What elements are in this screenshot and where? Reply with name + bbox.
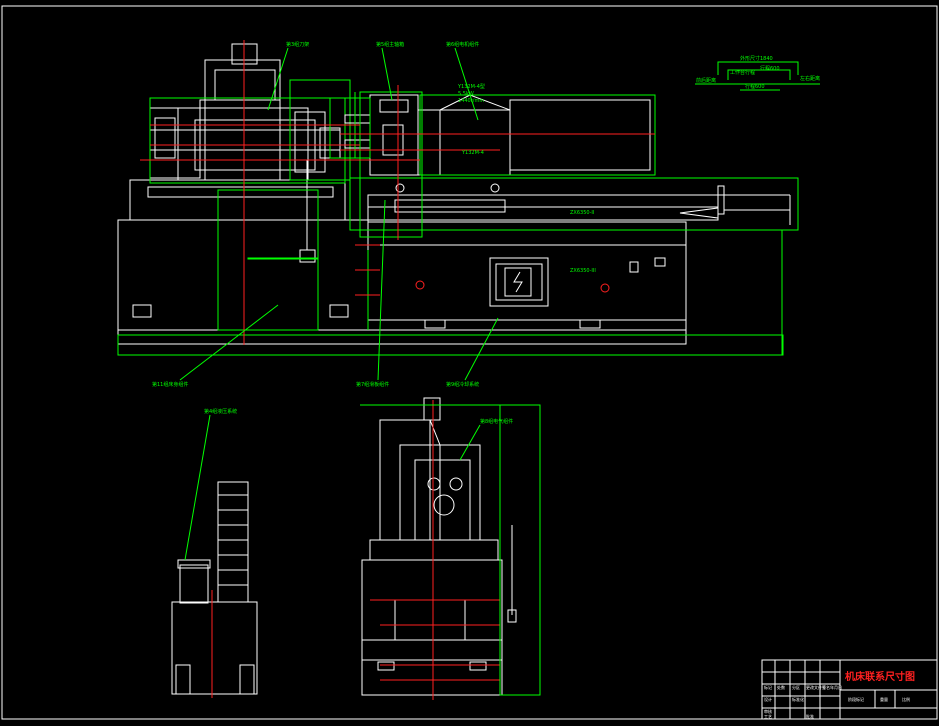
motor-assembly <box>329 91 656 238</box>
callout-spindle-box: 第5组主轴箱 <box>376 41 404 48</box>
leader-lines <box>179 47 499 561</box>
slide-assembly <box>349 177 799 231</box>
drawing-frame <box>1 5 938 720</box>
dim-bottom-label: 行程600 <box>745 83 765 90</box>
callout-tool-post: 第3组刀架 <box>286 41 309 48</box>
tb-design: 设计 <box>764 696 772 702</box>
hydraulic-unit <box>171 481 258 698</box>
tb-stage: 阶段标记 <box>848 696 864 702</box>
drawing-title: 机床联系尺寸图 <box>845 670 915 683</box>
tb-mark: 标记 <box>764 684 772 690</box>
side-view <box>360 397 541 700</box>
callout-bed-assy: 第11组床身组件 <box>152 381 188 388</box>
title-block: 机床联系尺寸图 标记 处数 分区 更改文件号 签名 年月日 设计 标准化 审核 … <box>761 659 938 720</box>
dim-left-label: 前后距离 <box>696 77 716 84</box>
tb-review: 审核 <box>764 708 772 714</box>
dim-travel-label: 工作台行程 <box>730 69 755 76</box>
motor-spec-line1: Y132M-4型 <box>457 83 485 90</box>
callout-motor-assy: 第6组电机组件 <box>446 41 479 48</box>
callout-hydraulic: 第4组液压系统 <box>204 408 237 415</box>
motor-model-label: Y132M-4 <box>461 150 484 156</box>
spindle-box <box>129 43 351 331</box>
tb-ratio: 比例 <box>902 696 910 702</box>
tb-zone: 分区 <box>792 684 800 690</box>
dim-mid-label: 行程600 <box>760 65 780 72</box>
callout-slide-assy: 第7组滑板组件 <box>356 381 389 388</box>
tb-count: 处数 <box>777 684 785 690</box>
motor-spec-line3: 1440r/min <box>458 98 484 104</box>
electric-cabinet <box>415 257 666 307</box>
tb-date: 年月日 <box>830 684 842 690</box>
callout-labels: 第3组刀架 第5组主轴箱 第6组电机组件 第11组床身组件 第7组滑板组件 第9… <box>152 41 596 425</box>
callout-electric: 第8组电气组件 <box>480 418 513 425</box>
tb-process: 工艺 <box>764 714 772 719</box>
centerlines <box>140 40 655 345</box>
dim-overall-label: 外形尺寸1840 <box>740 55 773 62</box>
bed-assembly <box>117 219 687 345</box>
dim-right-label: 左右距离 <box>800 75 820 82</box>
tb-approve: 批准 <box>806 713 814 719</box>
tb-weight: 重量 <box>880 696 888 702</box>
tb-sign: 签名 <box>822 684 830 690</box>
bed-label: ZX6350-II <box>570 210 594 216</box>
tb-standard: 标准化 <box>792 696 804 702</box>
motor-spec-line2: 5.5kW <box>458 91 474 97</box>
base-label: ZX6350-III <box>570 268 596 274</box>
tb-change-doc: 更改文件号 <box>806 684 826 690</box>
dimension-group: 外形尺寸1840 工作台行程 行程600 前后距离 左右距离 行程600 <box>695 55 820 91</box>
callout-coolant: 第9组冷却系统 <box>446 381 479 388</box>
